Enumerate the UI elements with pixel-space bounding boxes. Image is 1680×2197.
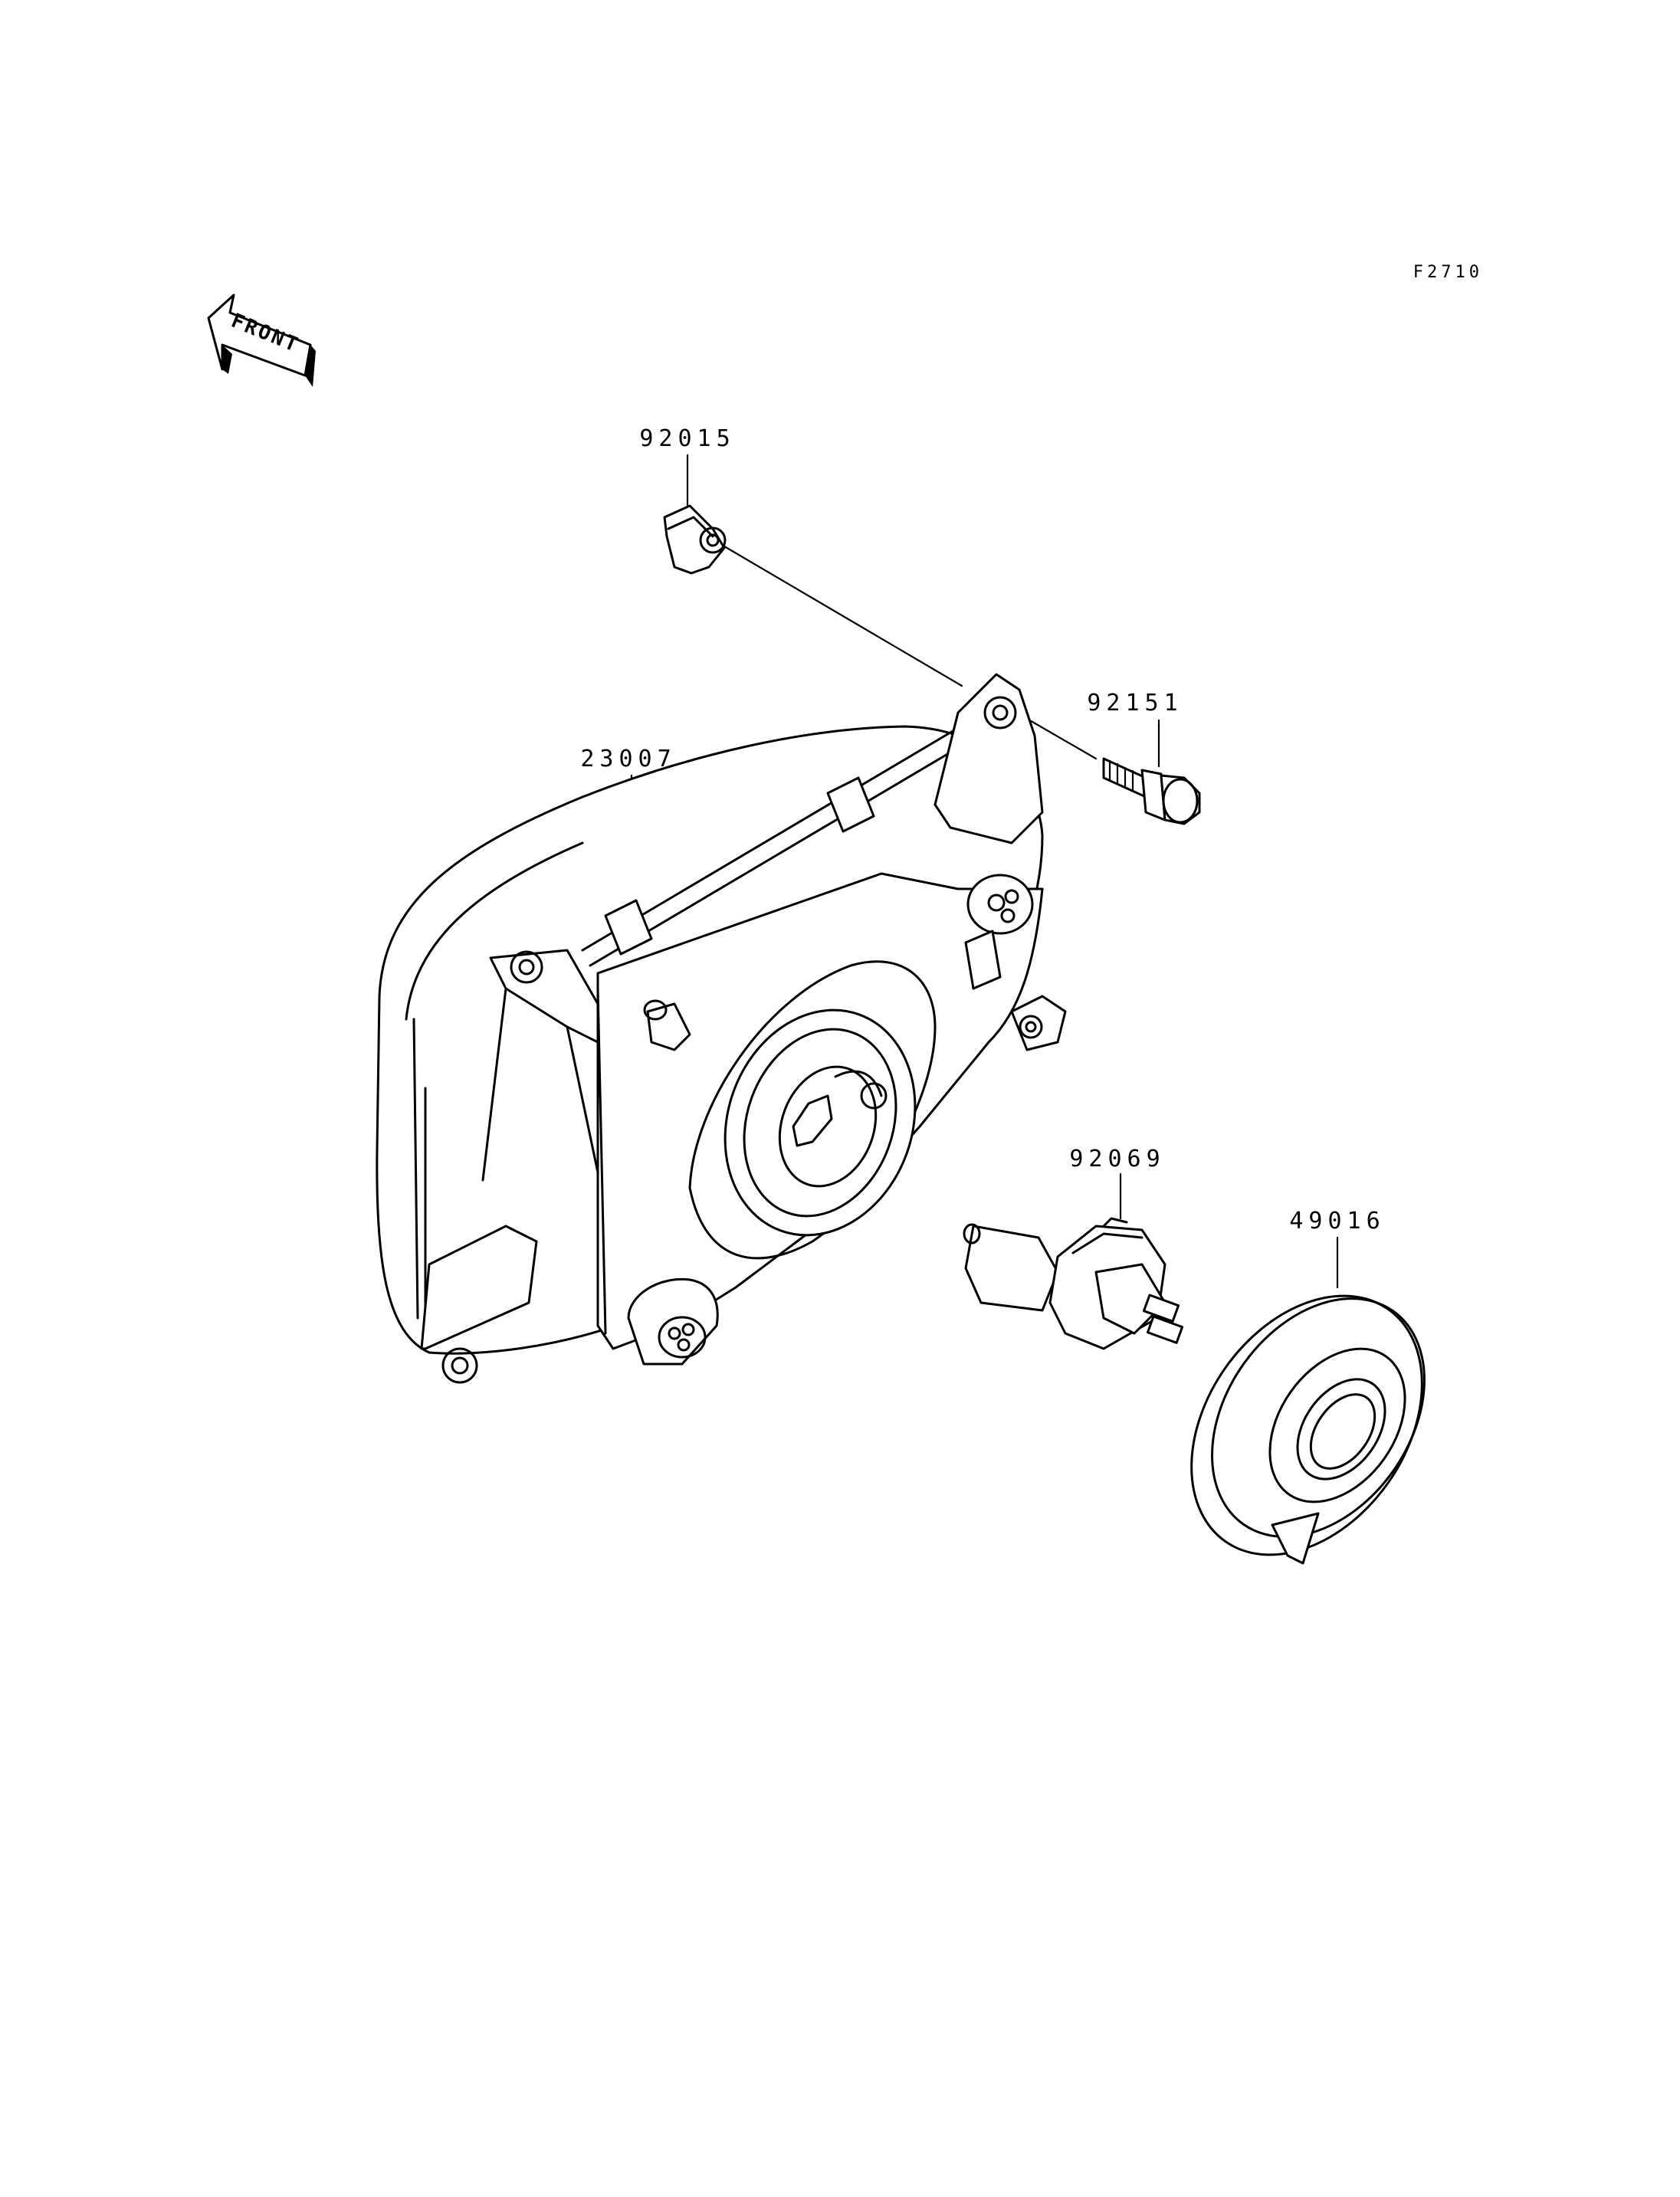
front-direction-arrow-icon: FRONT: [207, 293, 316, 387]
bulb-icon: [963, 1217, 1184, 1350]
part-label-92015: 92015: [639, 425, 735, 452]
part-label-49016: 49016: [1289, 1208, 1385, 1235]
figure-code: F2710: [1413, 263, 1483, 282]
rod-clip-right: [826, 776, 875, 833]
part-label-23007: 23007: [580, 746, 676, 772]
clamp-icon: [663, 504, 727, 575]
bolt-icon: [1102, 757, 1201, 825]
socket-cap-icon: [1190, 1294, 1426, 1565]
headlight-assembly-icon: [376, 673, 1067, 1384]
part-label-92069: 92069: [1069, 1146, 1165, 1172]
rod-clip-left: [604, 899, 653, 956]
part-label-92151: 92151: [1087, 690, 1183, 716]
